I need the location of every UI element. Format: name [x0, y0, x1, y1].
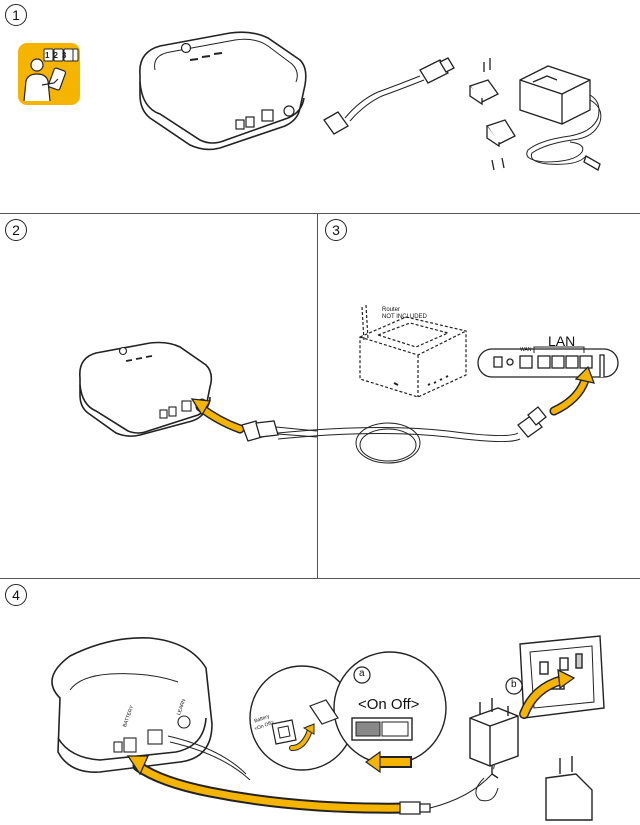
step-3-panel: Router NOT INCLUDED WAN LAN: [318, 213, 640, 578]
power-supply: [520, 66, 601, 170]
lan-label: LAN: [548, 333, 575, 349]
step-4-panel: a b <On Off> Battery <On Off> BATTERY LE…: [0, 578, 640, 825]
hub-device-step2: [80, 343, 212, 437]
step-2-panel: [0, 213, 317, 578]
dc-jack-arrow: [138, 766, 410, 808]
step-4-illustration: [0, 578, 640, 825]
step-1-panel: 123: [0, 0, 640, 213]
router-title: Router: [382, 307, 400, 314]
substep-b-label: b: [511, 679, 517, 690]
step-1-illustration: [0, 0, 640, 213]
dc-plug: [400, 802, 430, 814]
substep-a-label: a: [359, 668, 365, 679]
step-2-illustration: [0, 213, 317, 578]
ethernet-plug-right: [518, 407, 546, 437]
wan-label: WAN: [520, 347, 531, 353]
step-3-illustration: [318, 213, 640, 578]
router-not-included-note: NOT INCLUDED: [382, 314, 427, 321]
switch-label: <On Off>: [358, 696, 419, 713]
eu-adapter: [546, 756, 592, 820]
hub-device: [140, 32, 306, 149]
plug-adapters: [470, 58, 515, 170]
ethernet-cable: [324, 58, 454, 134]
ethernet-plug-left: [242, 421, 278, 441]
router-back-panel: [478, 349, 618, 377]
